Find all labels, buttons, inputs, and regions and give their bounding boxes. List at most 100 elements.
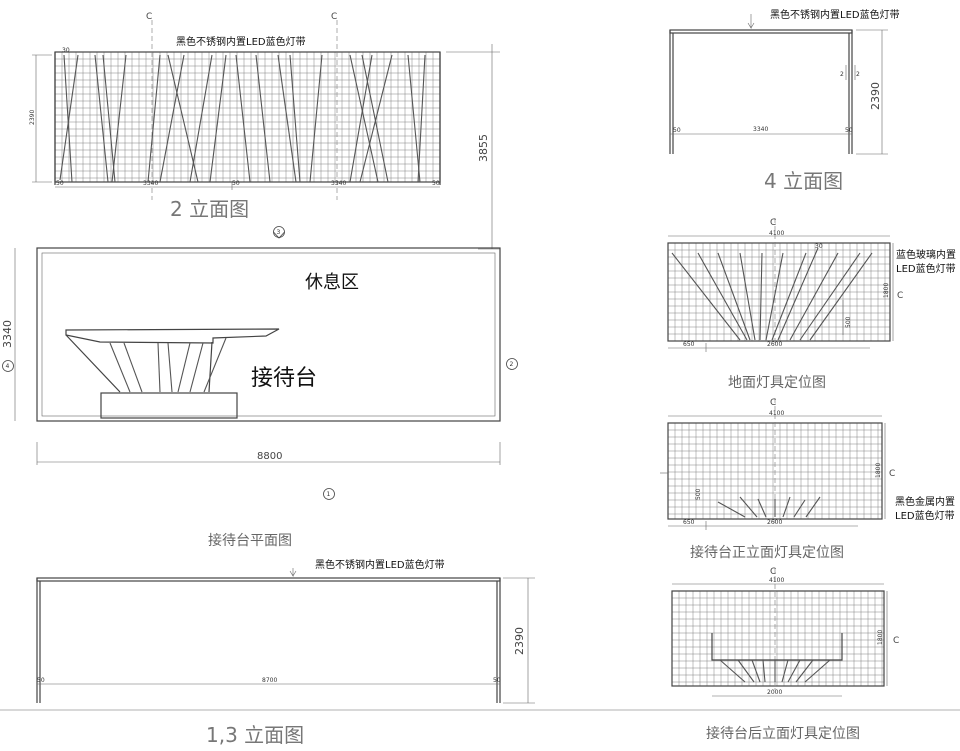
dimension-label: 500 (845, 316, 852, 328)
centerline-mark: C (770, 398, 776, 408)
reception-counter-bars (109, 337, 227, 393)
dimension-label: 3855 (477, 134, 490, 162)
dimension-label: 50 (673, 127, 681, 134)
front-light-title: 接待台正立面灯具定位图 (690, 544, 844, 561)
light-strip (739, 252, 756, 341)
light-strip (751, 659, 761, 683)
diagonal-bar (63, 54, 73, 183)
elevation-1-3-title: 1,3 立面图 (206, 723, 304, 747)
diagonal-bar (289, 54, 301, 183)
floor-light-title: 地面灯具定位图 (728, 375, 826, 391)
dimension-label: 30 (62, 47, 70, 54)
floor-light-strips (671, 247, 873, 341)
glass-led-note: LED蓝色灯带 (896, 262, 956, 275)
diagonal-bar (159, 54, 185, 183)
glass-led-note: 蓝色玻璃内置 (896, 248, 956, 261)
centerline-mark: C (146, 12, 152, 22)
back-light-grid (672, 591, 884, 686)
floor-light-grid (668, 243, 890, 341)
reception-plan-view (14, 247, 501, 465)
dimension-label: 3340 (331, 180, 346, 187)
light-strip (717, 252, 751, 341)
light-strip (671, 252, 741, 341)
counter-bar (177, 342, 191, 393)
section-marker-2: 2 (506, 358, 518, 370)
light-strip (777, 247, 819, 341)
diagonal-bar (59, 54, 79, 181)
counter-bar (109, 342, 131, 393)
dimension-label: 2 (856, 71, 860, 78)
elevation-2-frame (32, 20, 500, 250)
dimension-label: 2000 (767, 689, 782, 696)
dimension-label: 2600 (767, 519, 782, 526)
dimension-label: 50 (845, 127, 853, 134)
light-strip (771, 252, 807, 341)
metal-led-note: 黑色金属内置 (895, 495, 955, 508)
light-strip (805, 496, 821, 518)
dimension-label: 8700 (262, 677, 277, 684)
centerline-mark: C (770, 567, 776, 577)
svg-text:2: 2 (510, 361, 514, 368)
light-strip (762, 659, 766, 683)
light-strip (757, 498, 767, 518)
diagonal-bar (255, 54, 271, 183)
metal-led-note: LED蓝色灯带 (895, 509, 955, 522)
back-light-strips (719, 659, 831, 683)
counter-bar (203, 337, 227, 393)
diagonal-bar (361, 54, 389, 183)
led-strip-note: 黑色不锈钢内置LED蓝色灯带 (176, 35, 306, 48)
dimension-label: 8800 (257, 451, 282, 462)
front-light-frame (660, 398, 886, 530)
diagonal-bar (359, 54, 393, 183)
elevation-4-title: 4 立面图 (764, 169, 843, 193)
light-strip (739, 496, 758, 518)
dimension-label: 4100 (769, 577, 784, 584)
light-strip (781, 659, 789, 683)
diagonal-bar (102, 54, 116, 183)
svg-text:3: 3 (277, 229, 281, 236)
plan-title: 接待台平面图 (208, 532, 292, 549)
counter-bar (167, 342, 173, 393)
section-marker-1: 1 (323, 488, 335, 500)
elevation-2-title: 2 立面图 (170, 197, 249, 221)
counter-bar (123, 342, 143, 393)
dimension-label: 30 (815, 243, 823, 250)
centerline-mark: C (893, 636, 899, 646)
dimension-label: 50 (232, 180, 240, 187)
diagonal-bar (235, 54, 251, 183)
light-strip (789, 252, 839, 341)
diagonal-bar (417, 54, 426, 183)
diagonal-bar (111, 54, 127, 183)
dimension-label: 1800 (877, 630, 884, 645)
section-marker-4: 4 (2, 360, 14, 372)
diagonal-bar (309, 54, 323, 183)
light-strip (717, 501, 746, 518)
dimension-label: 2600 (767, 341, 782, 348)
svg-text:4: 4 (6, 363, 10, 370)
dimension-label: 3340 (143, 180, 158, 187)
dimension-label: 50 (493, 677, 501, 684)
light-strip (759, 252, 763, 341)
light-strip (804, 659, 831, 683)
dimension-label: 3340 (753, 126, 768, 133)
dimension-label: 2390 (869, 82, 882, 110)
dimension-label: 4100 (769, 410, 784, 417)
diagonal-bar (147, 54, 161, 183)
centerline-mark: C (897, 291, 903, 301)
elevation-2-diagonal-bars (59, 54, 426, 183)
svg-text:1: 1 (327, 491, 331, 498)
light-strip (765, 252, 784, 341)
dimension-label: 4100 (769, 230, 784, 237)
diagonal-bar (277, 54, 297, 183)
light-strip (799, 252, 861, 341)
light-strip (697, 252, 748, 341)
diagonal-bar (209, 54, 227, 183)
section-marker-3: 3 (273, 226, 285, 239)
diagonal-bar (407, 54, 421, 183)
dimension-label: 2390 (29, 110, 36, 125)
dimension-label: 650 (683, 519, 695, 526)
front-light-grid (668, 423, 882, 519)
counter-bar (157, 342, 161, 393)
light-strip (782, 496, 791, 518)
